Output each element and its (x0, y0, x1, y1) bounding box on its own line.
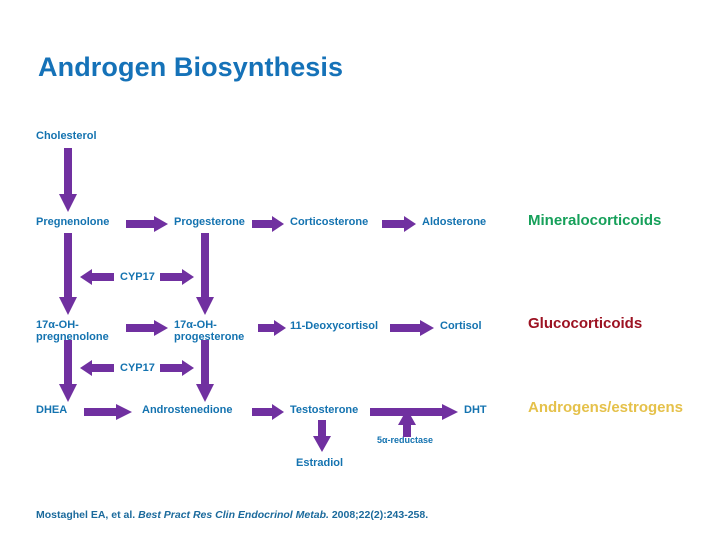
arrow-right-11-deoxycortisol-to-cortisol (390, 320, 434, 336)
arrow-left-cyp17-upper (80, 269, 114, 285)
arrow-right-17oh-pregnenolone-to-17oh-progesterone (126, 320, 168, 336)
node-dhea: DHEA (36, 404, 68, 416)
node-cortisol: Cortisol (440, 320, 482, 332)
node-17oh-pregnenolone-line1: 17α-OH- (36, 319, 79, 331)
arrow-right-progesterone-to-corticosterone (252, 216, 284, 232)
node-aldosterone: Aldosterone (422, 216, 487, 228)
arrow-right-androstenedione-to-testosterone (252, 404, 284, 420)
enzyme-cyp17-upper: CYP17 (120, 271, 155, 283)
node-progesterone: Progesterone (174, 216, 245, 228)
node-17oh-progesterone-line2: progesterone (174, 331, 245, 343)
node-17oh-progesterone-line1: 17α-OH- (174, 319, 217, 331)
node-pregnenolone: Pregnenolone (36, 216, 110, 228)
node-dht: DHT (464, 404, 487, 416)
arrow-down-17oh-pregnenolone-to-dhea (59, 340, 77, 402)
citation-details: 2008;22(2):243-258. (331, 509, 429, 521)
node-17oh-pregnenolone: 17α-OH- pregnenolone (36, 319, 126, 343)
arrow-up-5a-reductase (398, 409, 416, 437)
node-17oh-progesterone: 17α-OH- progesterone (174, 319, 264, 343)
arrow-right-17oh-progesterone-to-11-deoxycortisol (258, 320, 286, 336)
class-label-glucocorticoids: Glucocorticoids (528, 315, 643, 332)
arrow-right-cyp17-lower (160, 360, 194, 376)
node-cholesterol: Cholesterol (36, 130, 97, 142)
arrow-down-progesterone-to-17oh-progesterone (196, 233, 214, 315)
citation-journal: Best Pract Res Clin Endocrinol Metab. (138, 509, 329, 521)
citation-authors: Mostaghel EA, et al. (36, 509, 136, 521)
arrow-down-cholesterol-to-pregnenolone (59, 148, 77, 212)
node-corticosterone: Corticosterone (290, 216, 369, 228)
arrow-down-pregnenolone-to-17oh-pregnenolone (59, 233, 77, 315)
page-title: Androgen Biosynthesis (38, 52, 344, 82)
class-label-androgens-estrogens: Androgens/estrogens (528, 399, 684, 416)
citation: Mostaghel EA, et al. Best Pract Res Clin… (36, 509, 428, 521)
node-11-deoxycortisol: 11-Deoxycortisol (290, 320, 379, 332)
arrow-right-dhea-to-androstenedione (84, 404, 132, 420)
class-label-mineralocorticoids: Mineralocorticoids (528, 212, 662, 229)
arrow-left-cyp17-lower (80, 360, 114, 376)
arrow-right-cyp17-upper (160, 269, 194, 285)
arrow-right-testosterone-to-dht (370, 404, 458, 420)
arrow-down-testosterone-to-estradiol (313, 420, 331, 452)
arrow-right-corticosterone-to-aldosterone (382, 216, 416, 232)
enzyme-5a-reductase: 5α-reductase (377, 435, 434, 445)
arrow-down-17oh-progesterone-to-androstenedione (196, 340, 214, 402)
node-androstenedione: Androstenedione (142, 404, 233, 416)
node-17oh-pregnenolone-line2: pregnenolone (36, 331, 109, 343)
node-estradiol: Estradiol (296, 457, 344, 469)
arrow-right-pregnenolone-to-progesterone (126, 216, 168, 232)
enzyme-cyp17-lower: CYP17 (120, 362, 155, 374)
node-testosterone: Testosterone (290, 404, 359, 416)
